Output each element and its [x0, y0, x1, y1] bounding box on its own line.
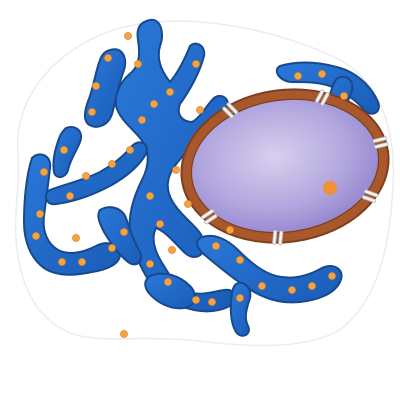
- nucleus-group: [180, 88, 390, 246]
- ribosome: [138, 116, 146, 124]
- ribosome: [32, 232, 40, 240]
- ribosome: [156, 220, 164, 228]
- ribosome: [192, 60, 200, 68]
- ribosome: [82, 172, 90, 180]
- ribosome: [120, 330, 128, 338]
- ribosome: [184, 200, 192, 208]
- er-tubule: [44, 141, 148, 206]
- nuclear-pore: [315, 89, 330, 106]
- ribosome: [318, 70, 326, 78]
- er-tubule: [144, 272, 196, 310]
- nuclear-pores: [201, 89, 389, 246]
- ribosome: [208, 298, 216, 306]
- ribosome: [134, 60, 142, 68]
- ribosome: [212, 242, 220, 250]
- ribosome: [104, 54, 112, 62]
- ribosome: [124, 32, 132, 40]
- ribosome: [88, 108, 96, 116]
- ribosome: [236, 294, 244, 302]
- ribosome: [36, 210, 44, 218]
- ribosome: [66, 192, 74, 200]
- er-tubule: [97, 206, 142, 266]
- nuclear-pore: [361, 189, 379, 203]
- nuclear-pore: [201, 209, 218, 225]
- rough-endoplasmic-reticulum: [23, 18, 380, 337]
- nuclear-pore: [222, 102, 239, 119]
- ribosomes: [32, 32, 348, 338]
- ribosome: [150, 100, 158, 108]
- ribosome: [164, 278, 172, 286]
- nucleus: [190, 98, 380, 234]
- ribosome: [92, 82, 100, 90]
- ribosome: [340, 92, 348, 100]
- er-tubule: [275, 61, 380, 115]
- ribosome: [328, 272, 336, 280]
- ribosome: [108, 160, 116, 168]
- ribosome: [126, 146, 134, 154]
- ribosome: [58, 258, 66, 266]
- ribosome: [308, 282, 316, 290]
- ribosome: [258, 282, 266, 290]
- ribosome: [120, 228, 128, 236]
- ribosome: [146, 260, 154, 268]
- ribosome: [40, 168, 48, 176]
- ribosome: [60, 146, 68, 154]
- ribosome: [72, 234, 80, 242]
- er-tubule: [196, 234, 343, 304]
- er-tubule: [229, 282, 252, 337]
- er-tubule: [114, 18, 237, 313]
- ribosome: [166, 88, 174, 96]
- ribosome: [196, 106, 204, 114]
- ribosome: [146, 192, 154, 200]
- ribosome: [172, 166, 180, 174]
- ribosome: [294, 72, 302, 80]
- ribosome: [192, 296, 200, 304]
- er-tubule: [83, 48, 127, 128]
- ribosome: [236, 256, 244, 264]
- ribosome: [226, 226, 234, 234]
- nuclear-pore: [272, 229, 284, 246]
- ribosome: [78, 258, 86, 266]
- ribosome: [168, 246, 176, 254]
- ribosome: [108, 244, 116, 252]
- ribosome: [288, 286, 296, 294]
- nuclear-pore: [372, 136, 389, 149]
- nucleolus: [323, 181, 337, 195]
